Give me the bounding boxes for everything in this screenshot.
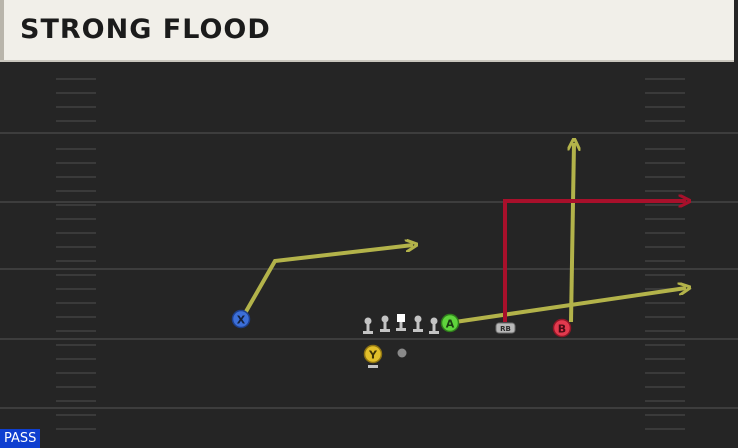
lineman	[363, 317, 373, 334]
player-b[interactable]: B	[552, 318, 572, 338]
player-x[interactable]: X	[231, 309, 251, 329]
play-type-badge: PASS	[0, 429, 41, 448]
player-a-label: A	[446, 318, 455, 331]
player-x-label: X	[237, 314, 246, 327]
player-b-icon	[552, 318, 572, 338]
player-rb[interactable]: RB	[495, 322, 516, 334]
offensive-line	[363, 314, 439, 334]
quarterback-marker	[397, 348, 407, 358]
play-title: STRONG FLOOD	[20, 14, 271, 45]
player-b-label: B	[558, 323, 566, 336]
player-y-icon	[363, 344, 383, 364]
player-rb-icon	[495, 322, 516, 334]
player-y-stand-icon	[368, 365, 378, 368]
player-a[interactable]: A	[440, 313, 460, 333]
hash-marks	[56, 78, 685, 430]
player-rb-label: RB	[500, 325, 511, 333]
player-y[interactable]: Y	[363, 344, 383, 369]
player-a-icon	[440, 313, 460, 333]
play-title-bar: STRONG FLOOD	[0, 0, 734, 62]
route-b-go	[571, 143, 574, 323]
lineman	[413, 315, 423, 332]
player-y-label: Y	[368, 349, 378, 362]
routes	[242, 143, 686, 324]
player-x-icon	[231, 309, 251, 329]
lineman	[380, 315, 390, 332]
lineman	[429, 317, 439, 334]
title-accent-bar	[0, 0, 4, 60]
center	[396, 314, 406, 331]
route-rb-corner	[503, 201, 686, 322]
route-x-dig	[242, 245, 413, 316]
